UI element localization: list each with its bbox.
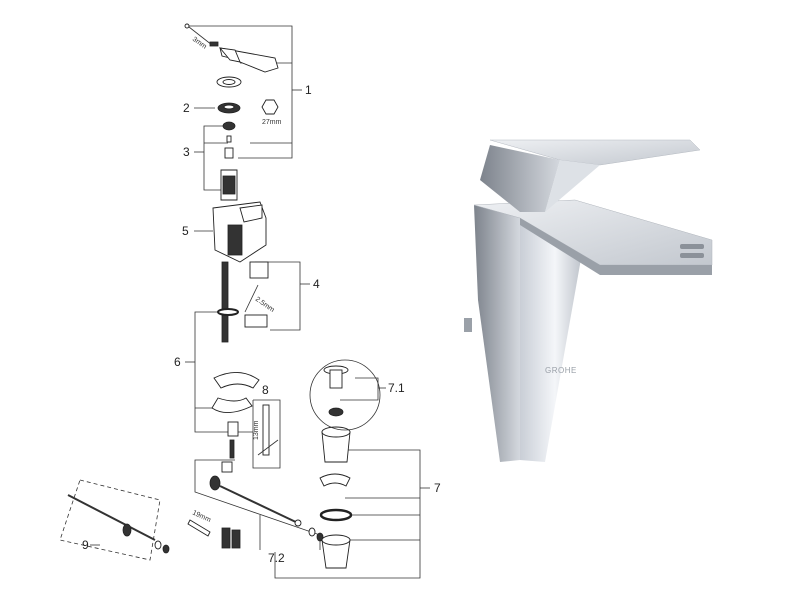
callout-9: 9 xyxy=(82,538,89,552)
callout-5: 5 xyxy=(182,224,189,238)
callout-6: 6 xyxy=(174,355,181,369)
callout-7-2: 7.2 xyxy=(268,551,285,565)
dim-13mm: 13mm xyxy=(253,420,260,440)
parts xyxy=(67,23,381,569)
dim-27mm: 27mm xyxy=(262,119,282,126)
callout-4: 4 xyxy=(313,277,320,291)
callout-7-1: 7.1 xyxy=(388,381,405,395)
callout-1: 1 xyxy=(305,83,312,97)
bracket-lines xyxy=(59,25,430,579)
grohe-logo: GROHE xyxy=(545,366,577,375)
callout-3: 3 xyxy=(183,145,190,159)
callout-2: 2 xyxy=(183,101,190,115)
callout-7: 7 xyxy=(434,481,441,495)
callout-8: 8 xyxy=(262,383,269,397)
